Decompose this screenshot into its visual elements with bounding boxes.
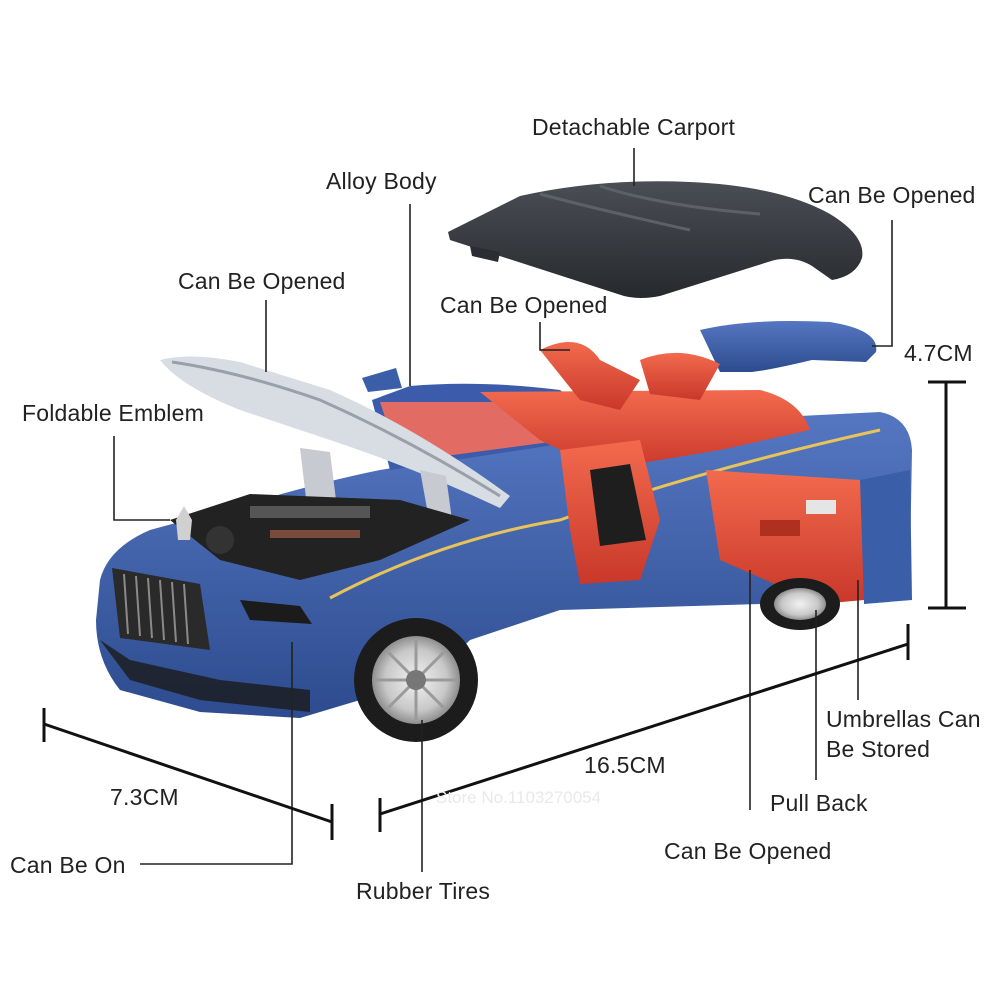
dimension-length: 16.5CM <box>584 752 666 778</box>
front-grille <box>100 568 312 712</box>
front-wheel <box>354 618 478 742</box>
side-mirror <box>362 368 402 392</box>
dimension-width: 7.3CM <box>110 784 179 810</box>
rear-wheel <box>760 578 840 630</box>
store-watermark: Store No.1103270054 <box>436 788 602 807</box>
label-can-be-opened-hood: Can Be Opened <box>178 268 346 294</box>
label-can-be-opened-door: Can Be Opened <box>440 292 608 318</box>
label-can-be-opened-top-right: Can Be Opened <box>808 182 976 208</box>
label-alloy-body: Alloy Body <box>326 168 437 194</box>
open-hood <box>160 356 510 520</box>
seats <box>540 342 720 584</box>
label-detachable-carport: Detachable Carport <box>532 114 736 140</box>
label-can-be-on: Can Be On <box>10 852 126 878</box>
label-umbrellas-line2: Be Stored <box>826 736 931 762</box>
label-can-be-opened-bottom: Can Be Opened <box>664 838 832 864</box>
dimension-height: 4.7CM <box>904 340 973 366</box>
open-door <box>706 470 912 604</box>
detachable-roof <box>448 181 863 298</box>
leader-lines <box>113 148 893 872</box>
engine-bay <box>170 494 470 580</box>
dimension-lines <box>42 380 966 840</box>
trunk-lid <box>700 321 877 372</box>
label-foldable-emblem: Foldable Emblem <box>22 400 204 426</box>
label-pull-back: Pull Back <box>770 790 868 816</box>
label-rubber-tires: Rubber Tires <box>356 878 491 904</box>
foldable-emblem <box>176 506 192 540</box>
label-umbrellas-line1: Umbrellas Can <box>826 706 981 732</box>
